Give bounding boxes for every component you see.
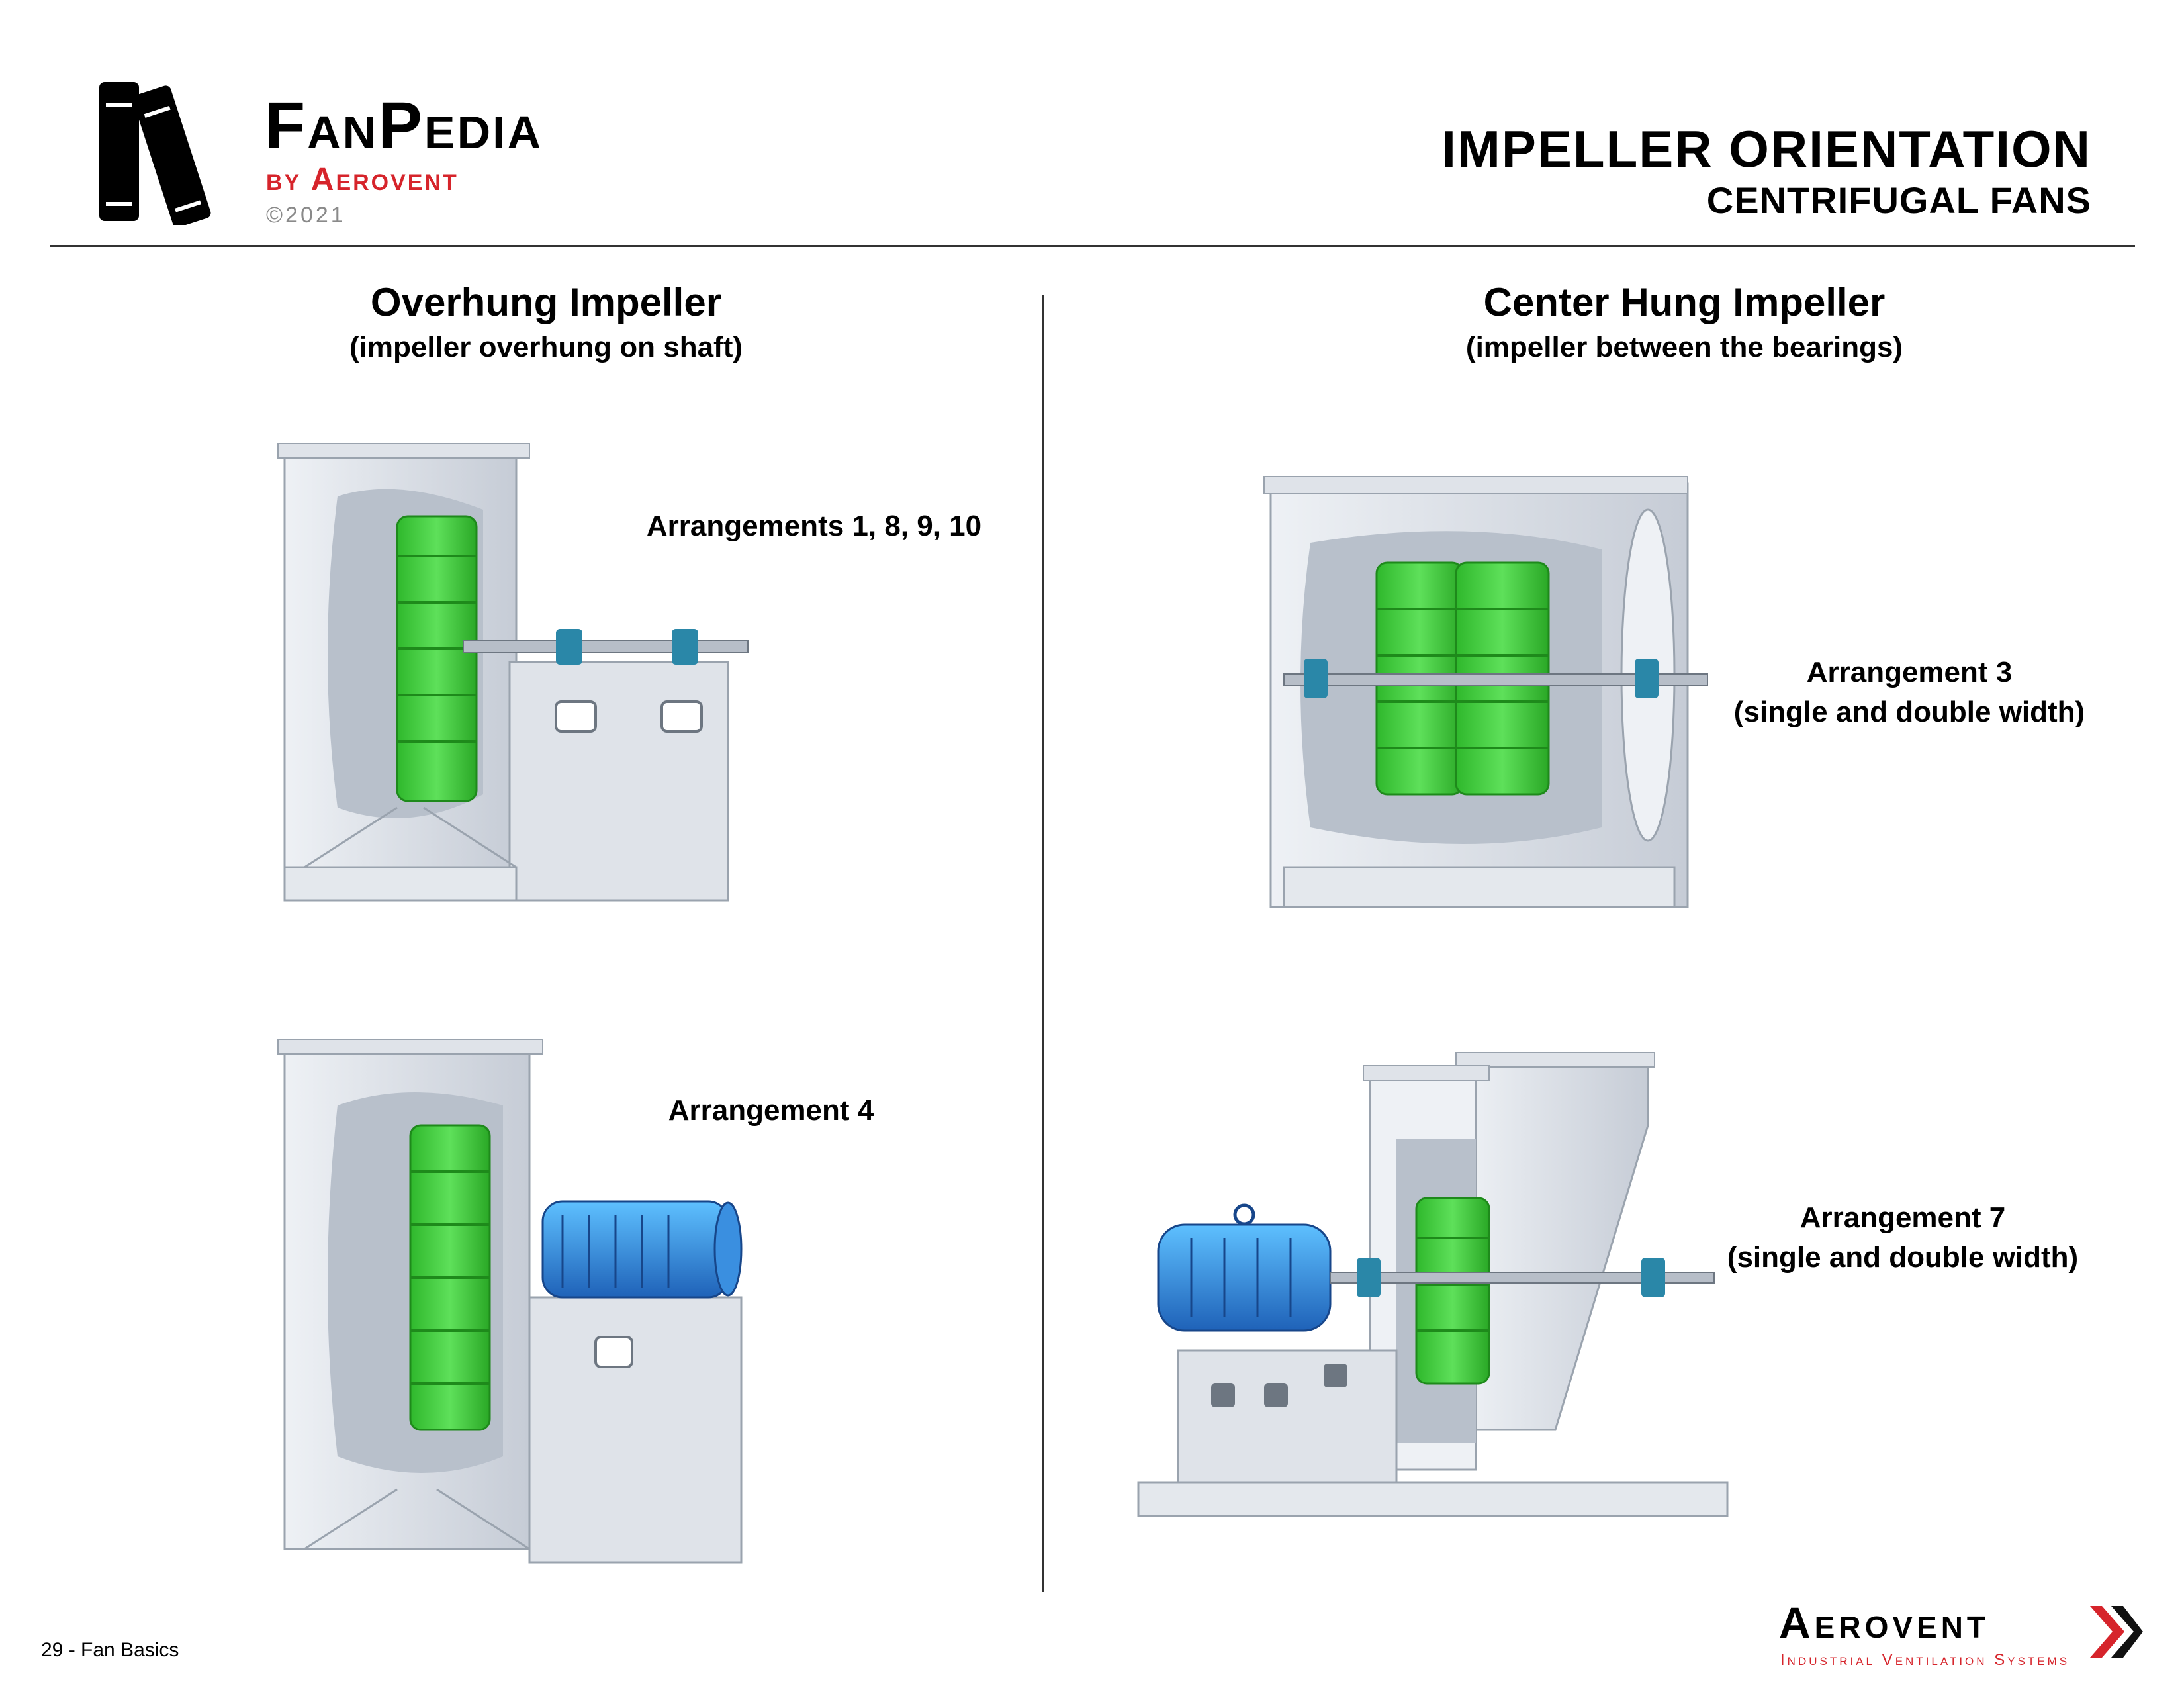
page-subtitle: CENTRIFUGAL FANS (1706, 179, 2091, 221)
arrangement-4-fan-illustration (277, 1039, 743, 1564)
centerhung-section-title: Center Hung Impeller (1483, 280, 1886, 324)
books-logo-icon (99, 82, 211, 225)
arrangement-7-title: Arrangement 7 (1799, 1201, 2006, 1234)
brand-subtitle: by Aerovent (266, 162, 459, 197)
header-divider (50, 245, 2135, 247)
page-title: IMPELLER ORIENTATION (1441, 120, 2091, 178)
chevron-logo-icon (2090, 1606, 2143, 1658)
arrangement-3-label: Arrangement 3 (single and double width) (1714, 653, 2105, 732)
column-divider (1042, 295, 1044, 1592)
arrangement-4-label: Arrangement 4 (668, 1094, 874, 1127)
footer-brand: Aerovent (1779, 1598, 1990, 1647)
arrangement-3-title: Arrangement 3 (1806, 656, 2013, 688)
arrangement-7-label: Arrangement 7 (single and double width) (1714, 1198, 2091, 1278)
overhung-section-subtitle: (impeller overhung on shaft) (349, 331, 743, 363)
arrangement-7-note: (single and double width) (1727, 1241, 2079, 1274)
arrangement-1-fan-illustration (277, 443, 749, 902)
arrangement-1-label: Arrangements 1, 8, 9, 10 (646, 510, 982, 542)
arrangement-3-fan-illustration (1263, 476, 1708, 908)
arrangement-3-note: (single and double width) (1733, 696, 2085, 728)
brand-copyright: ©2021 (266, 203, 346, 228)
overhung-section-title: Overhung Impeller (370, 280, 722, 324)
page-number: 29 - Fan Basics (41, 1639, 179, 1661)
arrangement-7-fan-illustration (1137, 1052, 1729, 1517)
brand-title: FanPedia (265, 89, 543, 163)
footer-tagline: Industrial Ventilation Systems (1780, 1651, 2070, 1669)
centerhung-section-subtitle: (impeller between the bearings) (1465, 331, 1903, 363)
